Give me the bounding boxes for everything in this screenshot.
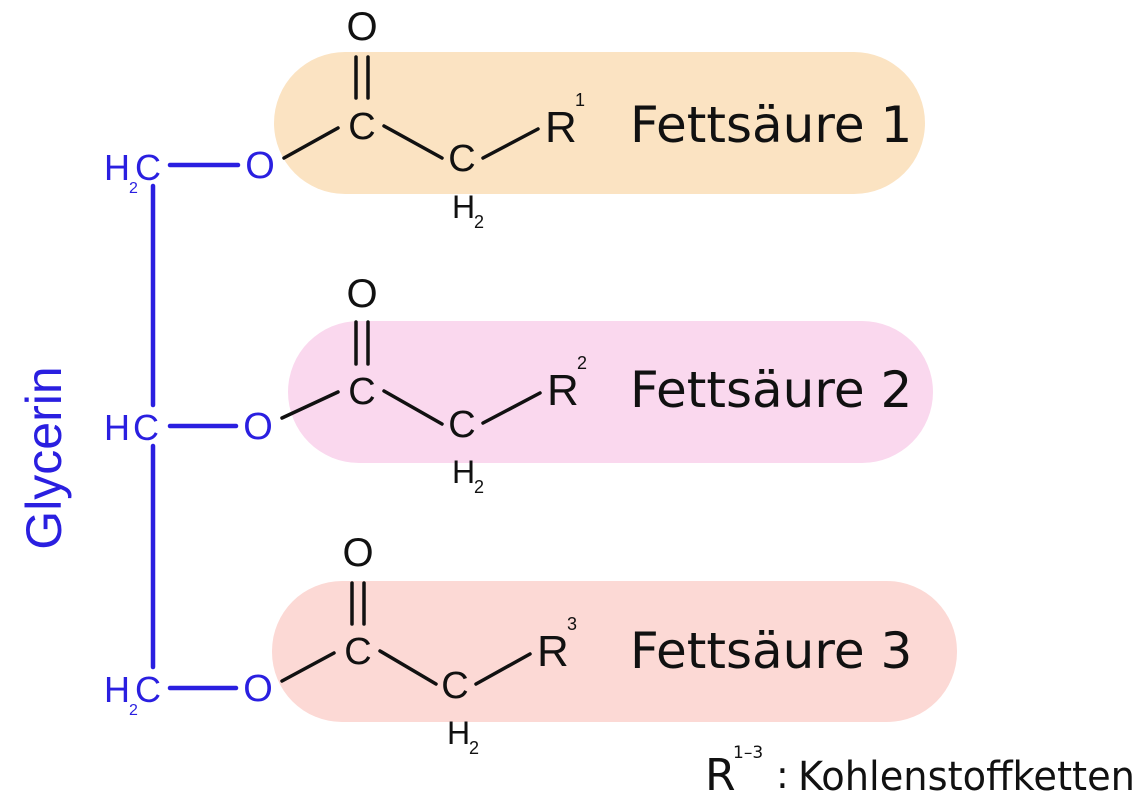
ch2-carbon-1: C — [448, 138, 475, 180]
glycerol-c-2: C — [133, 407, 159, 448]
r-group-1: R — [545, 103, 577, 152]
o-c-bond-3 — [280, 651, 336, 683]
ch2-hydrogen-1: H — [452, 189, 475, 225]
fatty-acid-row-3: H 2 C O O C C H 2 R 3 Fettsäure 3 — [104, 531, 957, 758]
legend-symbol: R — [705, 750, 736, 801]
glycerol-c-3: C — [135, 669, 161, 710]
ch2-r-bond-2 — [481, 391, 542, 425]
ester-oxygen-1: O — [245, 145, 275, 187]
ch2-hydrogen-sub-1: 2 — [474, 212, 484, 232]
ester-oxygen-2: O — [243, 406, 273, 448]
glycerol-h-sub-3: 2 — [129, 702, 138, 719]
glycerol-c-1: C — [135, 147, 161, 188]
r-group-3: R — [537, 627, 569, 676]
fatty-acid-row-1: H 2 C O O C C H 2 R 1 Fettsäure 1 — [104, 5, 925, 232]
glycerol-h-3: H — [104, 669, 130, 710]
carbonyl-oxygen-1: O — [346, 5, 377, 49]
ch2-carbon-3: C — [441, 665, 468, 707]
ch2-hydrogen-sub-2: 2 — [474, 477, 484, 497]
glycerol-h-1: H — [104, 147, 130, 188]
fatty-acid-band-3 — [272, 581, 957, 722]
carbonyl-oxygen-3: O — [342, 531, 373, 575]
fatty-acid-row-2: H C O O C C H 2 R 2 Fettsäure 2 — [104, 272, 933, 497]
glycerol-h-sub-1: 2 — [129, 180, 138, 197]
glycerol-h-2: H — [104, 407, 130, 448]
carbonyl-oxygen-2: O — [346, 272, 377, 316]
fatty-acid-band-1 — [274, 52, 925, 194]
o-c-bond-1 — [282, 126, 340, 160]
carbonyl-carbon-2: C — [348, 371, 375, 413]
ch2-r-bond-3 — [474, 652, 532, 686]
c-ch2-bond-3 — [378, 649, 438, 686]
c-ch2-bond-1 — [382, 124, 444, 160]
ch2-hydrogen-2: H — [452, 454, 475, 490]
c-ch2-bond-2 — [382, 389, 444, 426]
glycerol-label: Glycerin — [16, 366, 72, 549]
r-group-2: R — [547, 366, 579, 415]
ester-oxygen-3: O — [243, 668, 273, 710]
carbonyl-carbon-3: C — [344, 631, 371, 673]
carbonyl-carbon-1: C — [348, 106, 375, 148]
legend-text: Kohlenstoffketten — [798, 754, 1135, 800]
legend-colon: : — [776, 753, 789, 797]
r-group-sup-1: 1 — [575, 90, 585, 110]
fatty-acid-label-1: Fettsäure 1 — [630, 96, 912, 154]
legend-superscript: 1–3 — [733, 743, 763, 763]
r-group-sup-3: 3 — [567, 614, 577, 634]
r-group-sup-2: 2 — [577, 353, 587, 373]
fatty-acid-label-2: Fettsäure 2 — [630, 361, 912, 419]
ch2-carbon-2: C — [448, 404, 475, 446]
fatty-acid-band-2 — [288, 321, 933, 463]
fatty-acid-label-3: Fettsäure 3 — [630, 622, 912, 680]
ch2-hydrogen-3: H — [447, 715, 470, 751]
legend: R 1–3 : Kohlenstoffketten — [705, 743, 1135, 801]
o-c-bond-2 — [280, 390, 340, 420]
glycerol-backbone — [150, 162, 241, 691]
ch2-hydrogen-sub-3: 2 — [469, 738, 479, 758]
ch2-r-bond-1 — [481, 127, 540, 160]
